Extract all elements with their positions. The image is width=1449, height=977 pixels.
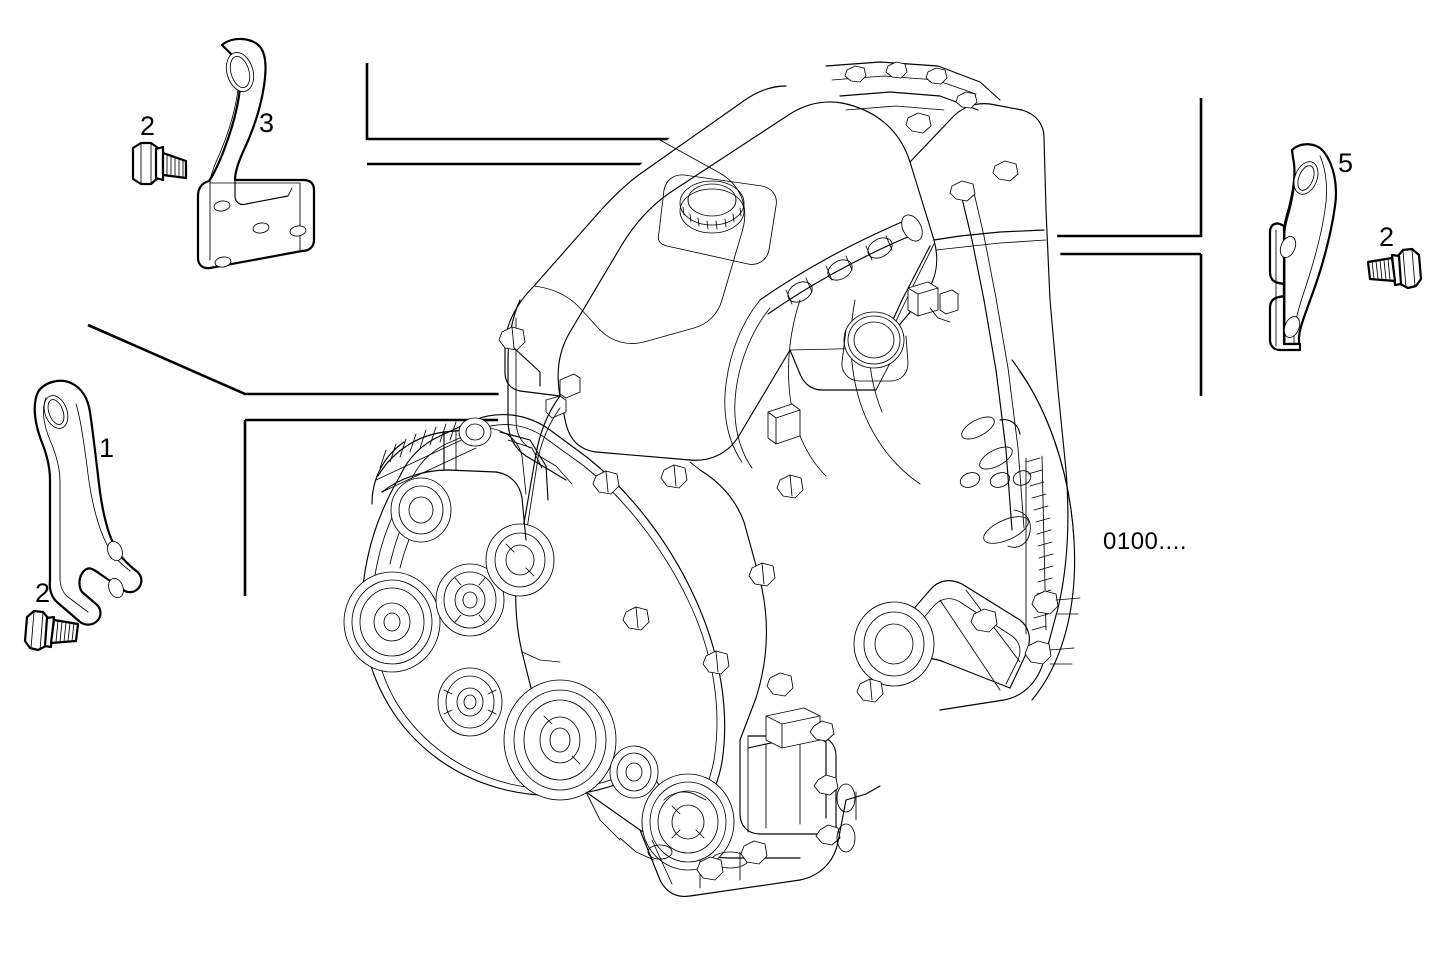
engine-assembly [343, 60, 1081, 897]
bolt-upper-left [131, 141, 188, 186]
reference-code-label: 0100.... [1103, 528, 1188, 555]
timing-case [498, 299, 567, 481]
leader-line-part-1 [87, 323, 548, 396]
part-right-bracket [1268, 143, 1338, 352]
engine-block-right [909, 103, 1076, 711]
leader-line-part-3 [365, 63, 700, 141]
pulleys [343, 477, 735, 871]
bolt-lower-left [23, 609, 80, 652]
callout-number-2-right: 2 [1379, 222, 1395, 252]
callout-number-2-lower-left: 2 [35, 578, 51, 608]
cam-carrier-rail [825, 61, 1019, 202]
block-bolts [592, 464, 884, 703]
accessory-pump [739, 707, 856, 853]
callout-number-1: 1 [99, 433, 115, 463]
part-lower-left-bracket [33, 379, 143, 626]
callout-number-5: 5 [1338, 148, 1354, 178]
sensor-components [559, 281, 959, 445]
leader-line-part-5 [1031, 98, 1203, 238]
bolt-right [1366, 247, 1423, 290]
lower-mount-arm [853, 580, 1081, 691]
throttle-housing [841, 311, 909, 382]
alternator [371, 417, 549, 541]
leader-lines [87, 63, 1203, 596]
part-upper-left-bracket [196, 37, 316, 270]
front-lower-detail [521, 453, 768, 881]
callout-number-3: 3 [259, 108, 275, 138]
callout-number-2-upper-left: 2 [140, 111, 156, 141]
